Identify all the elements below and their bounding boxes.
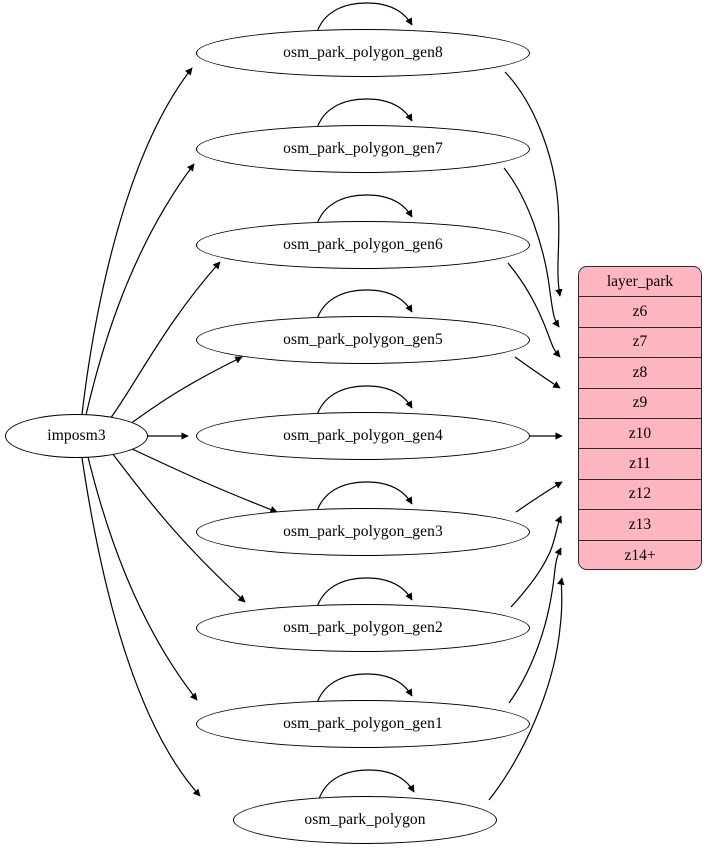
layer-park-row-z13[interactable]: z13	[579, 510, 701, 541]
node-osm-park-polygon-label: osm_park_polygon	[304, 811, 426, 829]
edge-imposm3-to-base	[81, 457, 201, 797]
edge-gen2-to-z12	[510, 515, 562, 608]
edge-imposm3-to-gen2	[111, 452, 246, 603]
layer-park-row-z12-label: z12	[628, 485, 652, 503]
layer-park-row-z10[interactable]: z10	[579, 418, 701, 450]
node-osm-park-polygon-gen3-label: osm_park_polygon_gen3	[283, 523, 443, 541]
self-loop-gen2	[316, 577, 413, 608]
node-osm-park-polygon-gen2-label: osm_park_polygon_gen2	[283, 619, 443, 637]
self-loop-gen3	[316, 481, 413, 512]
layer-park-row-z6[interactable]: z6	[579, 297, 701, 328]
edge-gen3-to-z11	[515, 481, 563, 513]
layer-park-row-z9[interactable]: z9	[579, 388, 701, 419]
node-imposm3-label: imposm3	[47, 427, 106, 445]
layer-park-row-z13-label: z13	[628, 515, 652, 533]
layer-park-row-z8-label: z8	[632, 363, 648, 381]
layer-park-row-z9-label: z9	[632, 394, 648, 412]
node-osm-park-polygon-gen6-label: osm_park_polygon_gen6	[283, 236, 443, 254]
node-osm-park-polygon-gen8-label: osm_park_polygon_gen8	[283, 44, 443, 62]
node-osm-park-polygon-gen7-label: osm_park_polygon_gen7	[283, 140, 443, 158]
layer-park-row-z7-label: z7	[632, 333, 648, 351]
self-loop-gen5	[316, 289, 413, 320]
edges-tables-to-layer	[488, 71, 565, 801]
node-osm-park-polygon-gen3[interactable]: osm_park_polygon_gen3	[196, 508, 530, 556]
layer-park-row-z11[interactable]: z11	[579, 449, 701, 480]
layer-park-row-z14-plus-label: z14+	[624, 546, 656, 564]
node-osm-park-polygon-gen1-label: osm_park_polygon_gen1	[283, 715, 443, 733]
layer-park-row-z10-label: z10	[628, 424, 652, 442]
edge-base-to-z14	[488, 577, 565, 801]
self-loop-edges	[316, 2, 415, 800]
edge-gen7-to-z7	[503, 167, 560, 328]
node-osm-park-polygon-gen5[interactable]: osm_park_polygon_gen5	[196, 316, 530, 364]
node-osm-park-polygon-gen5-label: osm_park_polygon_gen5	[283, 331, 443, 349]
node-osm-park-polygon[interactable]: osm_park_polygon	[233, 796, 497, 844]
edge-imposm3-to-gen3	[131, 448, 278, 514]
self-loop-gen4	[316, 385, 413, 416]
node-osm-park-polygon-gen6[interactable]: osm_park_polygon_gen6	[196, 221, 530, 269]
self-loop-gen1	[316, 673, 413, 704]
node-osm-park-polygon-gen7[interactable]: osm_park_polygon_gen7	[196, 125, 530, 173]
layer-park-row-z8[interactable]: z8	[579, 358, 701, 389]
edge-imposm3-to-gen8	[81, 67, 193, 415]
edge-gen1-to-z13	[508, 547, 562, 704]
node-osm-park-polygon-gen8[interactable]: osm_park_polygon_gen8	[196, 29, 530, 77]
layer-park-header: layer_park	[579, 267, 701, 298]
layer-park-row-z14-plus[interactable]: z14+	[579, 540, 701, 569]
edges-source-to-tables	[81, 67, 278, 797]
layer-park-record[interactable]: layer_park z6 z7 z8 z9 z10 z11 z12 z13 z…	[578, 266, 702, 570]
edge-imposm3-to-gen5	[129, 356, 243, 425]
edge-imposm3-to-gen1	[87, 456, 198, 701]
edge-imposm3-to-gen6	[109, 261, 221, 420]
edge-gen8-to-z6	[504, 71, 563, 297]
layer-park-row-z11-label: z11	[629, 455, 651, 473]
edge-imposm3-to-gen7	[85, 163, 195, 416]
self-loop-gen6	[316, 194, 413, 225]
layer-park-row-z7[interactable]: z7	[579, 327, 701, 359]
layer-park-row-z6-label: z6	[632, 303, 648, 321]
node-osm-park-polygon-gen4-label: osm_park_polygon_gen4	[283, 427, 443, 445]
layer-park-header-label: layer_park	[606, 272, 674, 290]
self-loop-base	[318, 769, 415, 800]
edge-gen5-to-z9	[514, 356, 561, 389]
layer-park-row-z12[interactable]: z12	[579, 479, 701, 511]
node-imposm3[interactable]: imposm3	[5, 414, 148, 458]
node-osm-park-polygon-gen4[interactable]: osm_park_polygon_gen4	[196, 412, 530, 460]
node-osm-park-polygon-gen2[interactable]: osm_park_polygon_gen2	[196, 604, 530, 652]
node-osm-park-polygon-gen1[interactable]: osm_park_polygon_gen1	[196, 700, 530, 748]
self-loop-gen7	[316, 98, 413, 129]
edge-gen6-to-z8	[507, 262, 561, 358]
self-loop-gen8	[316, 2, 413, 33]
